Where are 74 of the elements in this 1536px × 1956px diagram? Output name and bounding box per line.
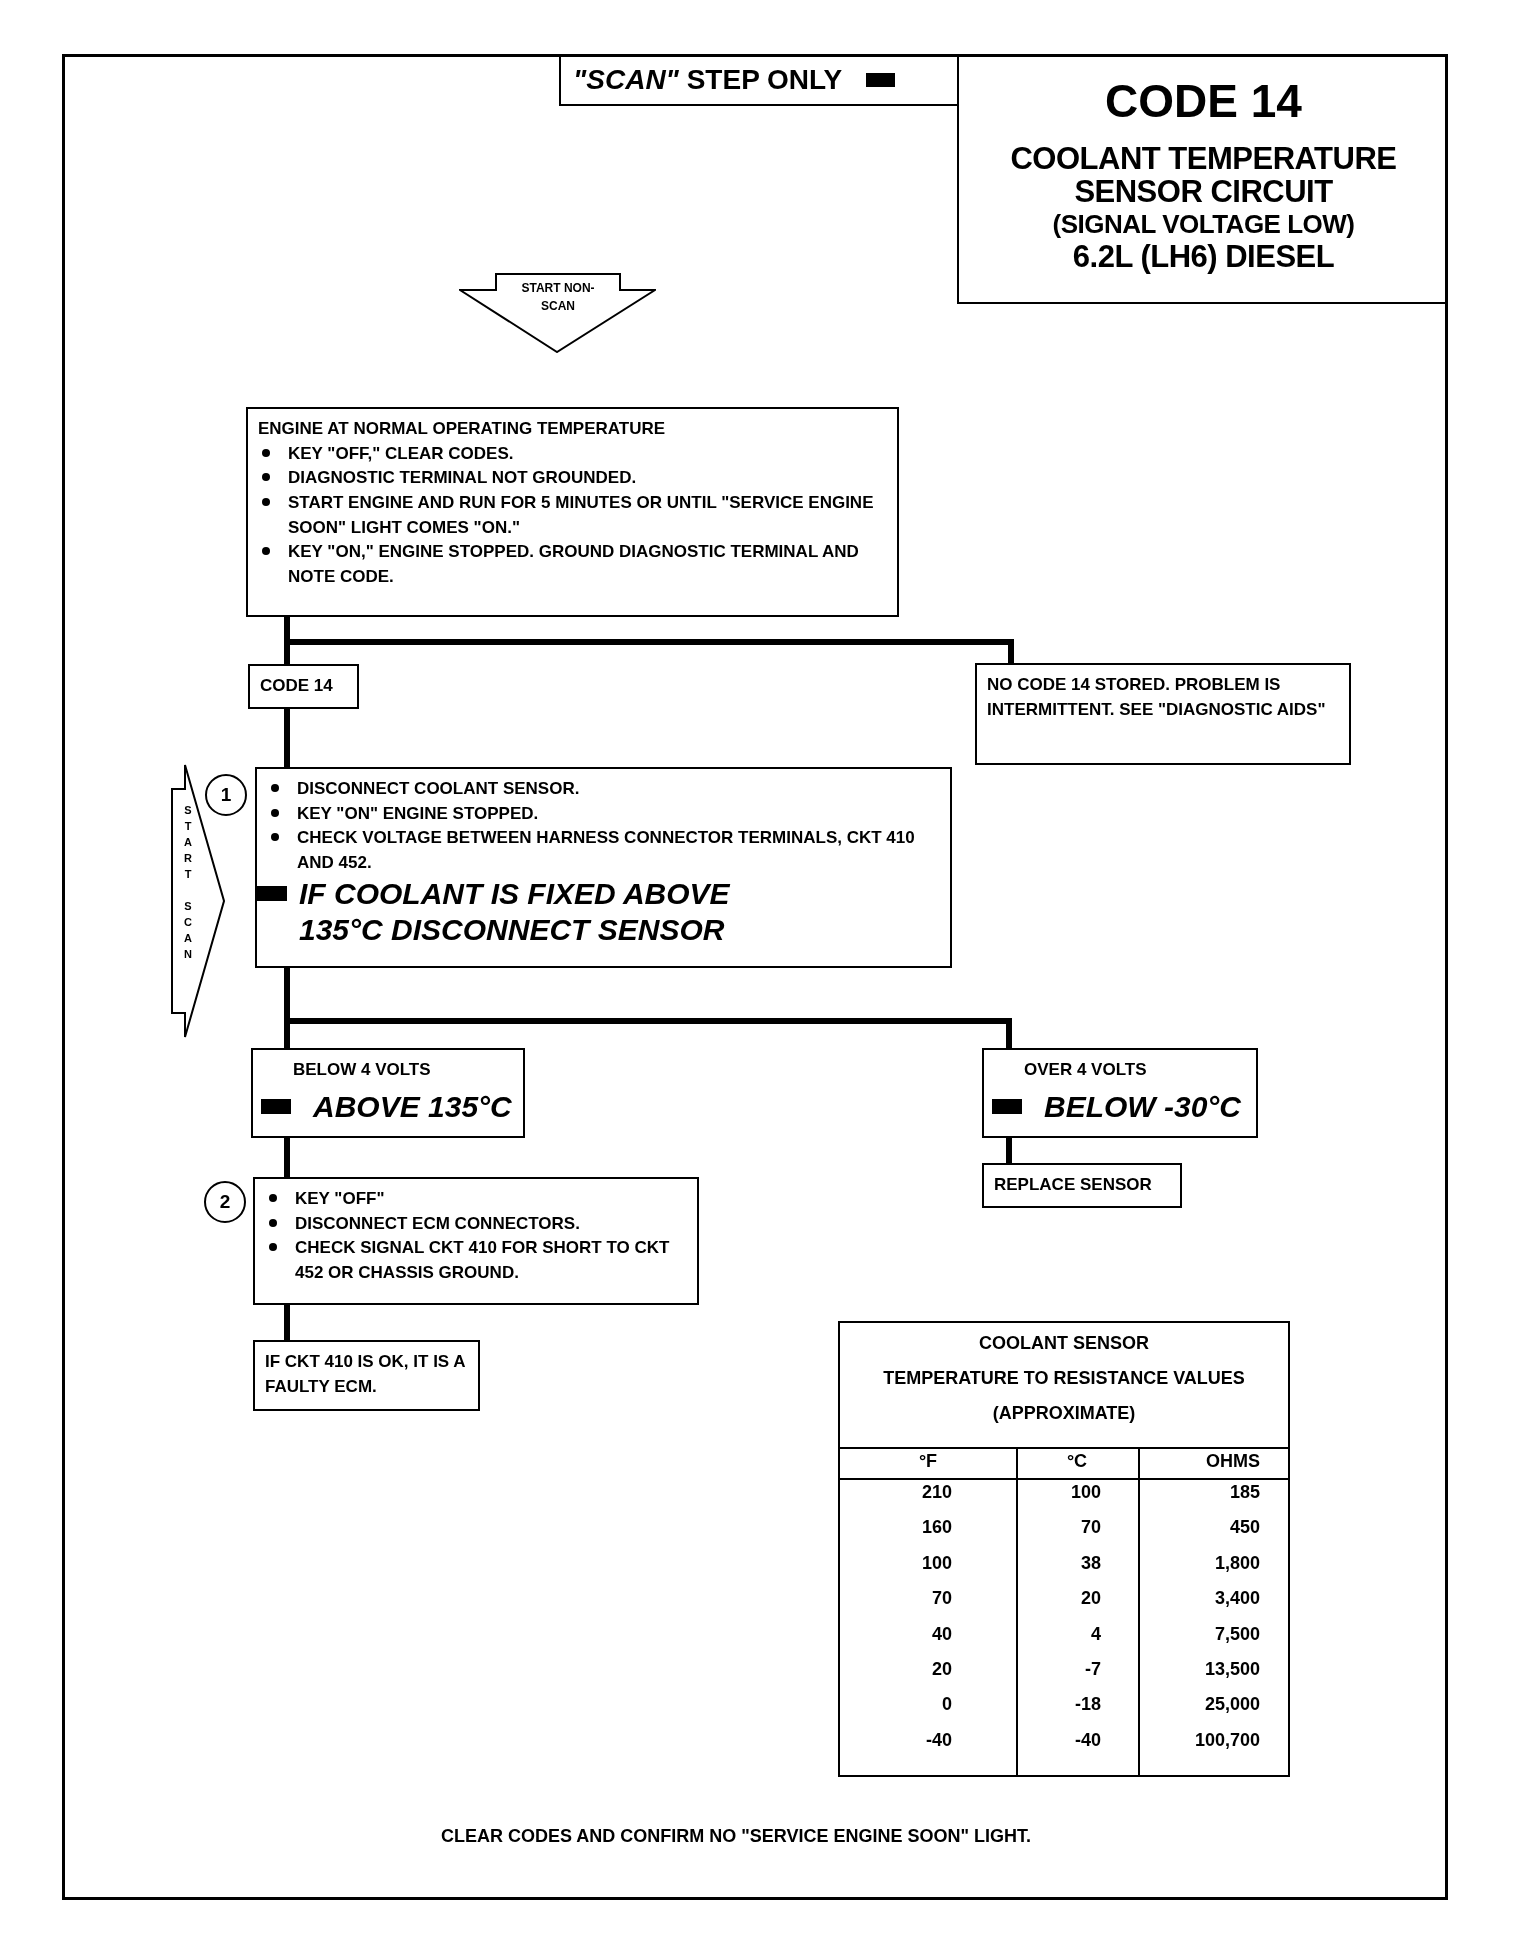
callout-number: 2 bbox=[204, 1181, 246, 1223]
step-text: DIAGNOSTIC TERMINAL NOT GROUNDED. bbox=[288, 467, 637, 490]
table-cell-text: 20 bbox=[1079, 1588, 1101, 1610]
table-cell-text: 210 bbox=[920, 1482, 952, 1503]
table-cell-text: 7,500 bbox=[1213, 1623, 1260, 1645]
table-cell-text: 450 bbox=[1228, 1517, 1260, 1539]
process-box bbox=[246, 407, 899, 617]
table-cell-text: 25,000 bbox=[1203, 1694, 1260, 1716]
column-header: OHMS bbox=[1205, 1451, 1260, 1472]
table-cell-text: 185 bbox=[1228, 1482, 1260, 1503]
column-header: °C bbox=[1065, 1451, 1089, 1472]
process-box bbox=[253, 1340, 480, 1411]
process-box bbox=[975, 663, 1351, 765]
table-cell-text: 100 bbox=[1069, 1482, 1101, 1503]
table-cell-text: 70 bbox=[930, 1588, 952, 1610]
table-cell-text: 3,400 bbox=[1213, 1588, 1260, 1610]
table-cell-text: 40 bbox=[930, 1623, 952, 1645]
table-cell-text: 0 bbox=[941, 1694, 952, 1716]
process-box bbox=[982, 1163, 1182, 1208]
subtitle: 6.2L (LH6) DIESEL bbox=[1072, 241, 1335, 274]
down-arrow-shape bbox=[459, 273, 656, 353]
box-text: CODE 14 bbox=[260, 675, 334, 697]
table-cell-text: -40 bbox=[925, 1729, 952, 1751]
box-heading: ENGINE AT NORMAL OPERATING TEMPERATURE bbox=[258, 418, 667, 440]
step-text: KEY "OFF" bbox=[295, 1188, 385, 1210]
table-cell-text: 160 bbox=[920, 1517, 952, 1539]
table-cell-text: 13,500 bbox=[1203, 1659, 1260, 1680]
table-cell-text: 70 bbox=[1079, 1517, 1101, 1539]
box-text: BELOW 4 VOLTS bbox=[292, 1059, 432, 1081]
scan-note: BELOW -30°C bbox=[1044, 1088, 1241, 1125]
process-box bbox=[982, 1048, 1258, 1138]
table-cell-text: 20 bbox=[930, 1659, 952, 1680]
caption: CLEAR CODES AND CONFIRM NO "SERVICE ENGINE SOON" LIGHT. bbox=[439, 1826, 1033, 1847]
process-box bbox=[248, 664, 359, 709]
table-cell-text: 4 bbox=[1090, 1623, 1101, 1645]
table-heading: COOLANT SENSOR bbox=[978, 1333, 1150, 1354]
table-cell-text: -7 bbox=[1084, 1659, 1101, 1680]
table-cell-text: -40 bbox=[1074, 1729, 1101, 1751]
connector-line bbox=[284, 709, 290, 767]
process-box bbox=[255, 767, 952, 968]
box-text: REPLACE SENSOR bbox=[994, 1174, 1153, 1196]
connector-line bbox=[1006, 1138, 1012, 1163]
process-box bbox=[253, 1177, 699, 1305]
step-text: START ENGINE AND RUN FOR 5 MINUTES OR UNTIL "SERVICE ENGINE SOON" LIGHT COMES "ON." bbox=[288, 491, 875, 539]
box-text: IF CKT 410 IS OK, IT IS A FAULTY ECM. bbox=[265, 1351, 466, 1398]
connector-line bbox=[284, 1138, 290, 1177]
step-text: KEY "OFF," CLEAR CODES. bbox=[288, 442, 514, 465]
step-text: KEY "ON" ENGINE STOPPED. bbox=[297, 802, 539, 825]
title: CODE 14 bbox=[1105, 74, 1302, 128]
step-text: DISCONNECT COOLANT SENSOR. bbox=[297, 778, 580, 800]
table-cell-text: -18 bbox=[1074, 1694, 1101, 1716]
box-text: NO CODE 14 STORED. PROBLEM IS INTERMITTENT. SEE "DIAGNOSTIC AIDS" bbox=[987, 674, 1327, 721]
box-text: OVER 4 VOLTS bbox=[1023, 1059, 1148, 1081]
step-text: KEY "ON," ENGINE STOPPED. GROUND DIAGNOSTIC TERMINAL AND NOTE CODE. bbox=[288, 541, 860, 588]
scan-note: ABOVE 135°C bbox=[313, 1088, 512, 1125]
subtitle: COOLANT TEMPERATURE SENSOR CIRCUIT bbox=[1009, 143, 1398, 209]
step-text: CHECK VOLTAGE BETWEEN HARNESS CONNECTOR TERMINALS, CKT 410 AND 452. bbox=[297, 827, 916, 874]
table-cell-text: 38 bbox=[1079, 1552, 1101, 1574]
arrow-text: START SCAN bbox=[182, 804, 194, 964]
process-box bbox=[251, 1048, 525, 1138]
callout-number: 1 bbox=[205, 774, 247, 816]
legend-text: "SCAN" STEP ONLY bbox=[573, 64, 843, 96]
table-cell-text: 100 bbox=[920, 1552, 952, 1574]
table-heading: (APPROXIMATE) bbox=[991, 1403, 1137, 1424]
table-cell-text: 1,800 bbox=[1213, 1552, 1260, 1574]
arrow-text: START NON-SCAN bbox=[520, 280, 596, 315]
table-heading: TEMPERATURE TO RESISTANCE VALUES bbox=[882, 1368, 1246, 1389]
connector-line bbox=[284, 1305, 290, 1340]
column-header: °F bbox=[917, 1451, 939, 1472]
subtitle: (SIGNAL VOLTAGE LOW) bbox=[1052, 211, 1355, 239]
step-text: CHECK SIGNAL CKT 410 FOR SHORT TO CKT 452 OR CHASSIS GROUND. bbox=[295, 1237, 671, 1284]
step-text: DISCONNECT ECM CONNECTORS. bbox=[295, 1212, 580, 1235]
table-cell-text: 100,700 bbox=[1193, 1729, 1260, 1751]
scan-note: IF COOLANT IS FIXED ABOVE 135°C DISCONNECT SENSOR bbox=[299, 875, 731, 948]
